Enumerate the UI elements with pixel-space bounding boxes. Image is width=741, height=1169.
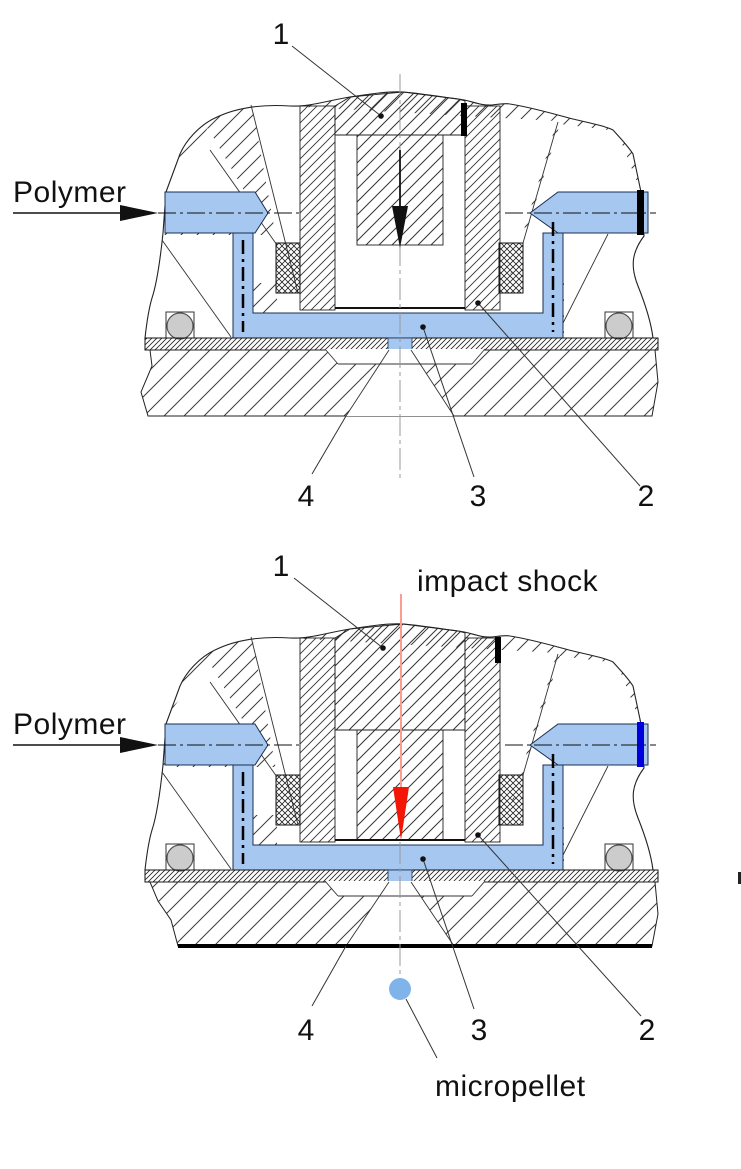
sleeve-right (464, 105, 501, 311)
leader-dot-3 (420, 856, 426, 862)
polymer-inlet-right (529, 723, 649, 766)
o-ring-left (165, 843, 195, 872)
seal-left (275, 774, 301, 826)
seal-right (498, 774, 524, 826)
cavity-white-left-mid (253, 767, 276, 815)
callout-1-label: 1 (273, 550, 290, 583)
polymer-label: Polymer (13, 708, 127, 741)
channel-centerlines (241, 754, 555, 864)
callout-3-label: 3 (471, 1014, 488, 1047)
o-ring-right (604, 843, 634, 872)
callout-leaders (293, 577, 642, 1059)
sleeve-left (299, 105, 336, 311)
callout-3-label: 3 (470, 480, 487, 513)
leader-dot-2 (475, 300, 481, 306)
nozzle-recess-lines (324, 348, 486, 417)
alignment-mark (461, 103, 467, 136)
polymer-flow-arrow (13, 737, 158, 753)
seal-right (498, 242, 524, 294)
micropellet-dot (389, 978, 411, 1000)
alignment-mark (495, 637, 501, 663)
callout-2-label: 2 (639, 1014, 656, 1047)
polymer-inlet-right (529, 191, 649, 234)
sleeve-right (464, 637, 501, 843)
housing-outline (144, 91, 654, 339)
callout-2-label: 2 (638, 480, 655, 513)
inlet-end-cap (637, 722, 644, 767)
upper-diagram: Polymer 1 4 3 2 (13, 18, 659, 513)
nozzle-recess-lines (324, 880, 486, 947)
impact-shock-label: impact shock (417, 565, 599, 598)
o-ring-left (165, 311, 195, 340)
cavity-white-left-mid (253, 235, 276, 283)
plunger-motion-arrow (392, 150, 408, 248)
micropellet-label: micropellet (435, 1070, 586, 1103)
callout-1-label: 1 (273, 18, 290, 51)
leader-dot-1 (378, 113, 384, 119)
channel-centerlines (241, 222, 555, 332)
callout-leaders (291, 45, 641, 487)
lower-diagram: Polymer impact shock 1 4 3 2 micropellet (13, 550, 741, 1103)
cavity-white-left-upper (160, 660, 246, 726)
bore-boundary-lines (161, 104, 609, 338)
cavity-white-left-upper (160, 128, 246, 194)
leader-dot-3 (420, 324, 426, 330)
polymer-flow-arrow (13, 205, 158, 221)
leader-dot-2 (475, 832, 481, 838)
edge-mark (738, 872, 741, 884)
o-ring-right (604, 311, 634, 340)
housing-outline (144, 623, 654, 871)
impact-shock-arrow (393, 787, 409, 840)
callout-4-label: 4 (298, 1014, 315, 1047)
sleeve-left (299, 637, 336, 843)
seal-left (275, 242, 301, 294)
polymer-label: Polymer (13, 176, 127, 209)
callout-4-label: 4 (298, 480, 315, 513)
leader-dot-1 (380, 645, 386, 651)
inlet-end-cap (637, 190, 644, 235)
